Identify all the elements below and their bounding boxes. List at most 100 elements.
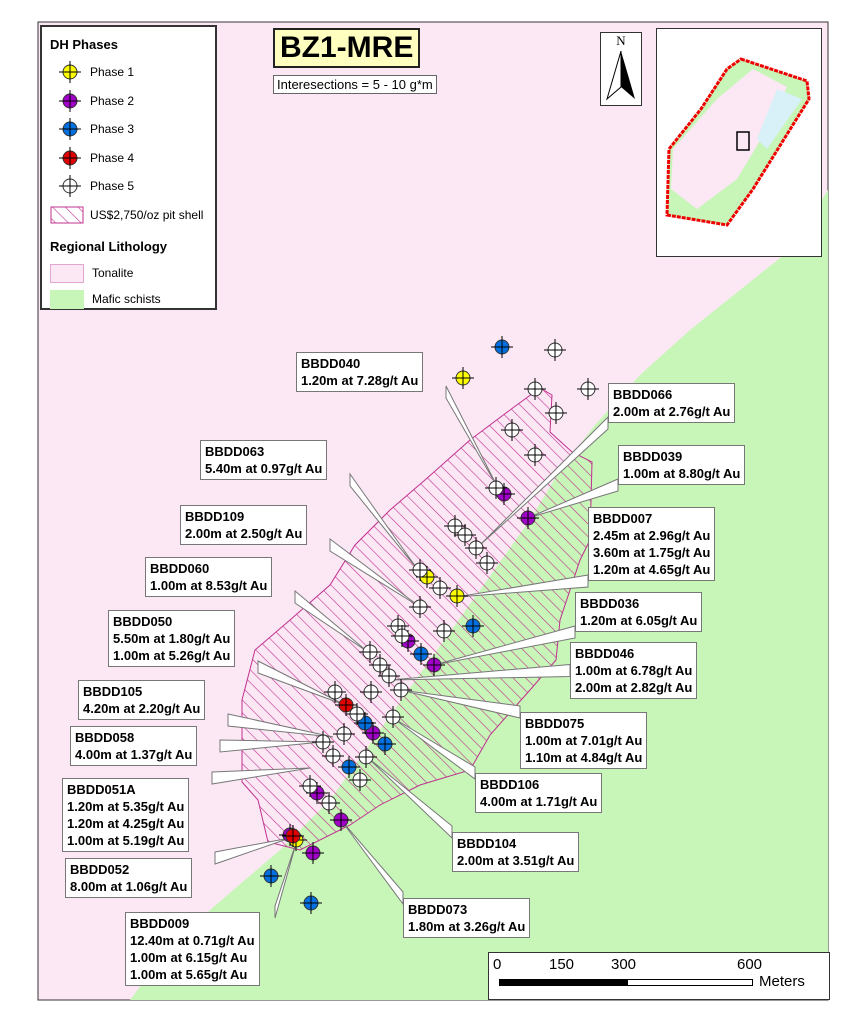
hole-id: BBDD058 [75, 730, 135, 745]
intersection-value: 4.20m at 2.20g/t Au [83, 701, 201, 716]
drillhole-phase-5 [299, 775, 321, 797]
intersection-value: 1.20m at 4.25g/t Au [67, 816, 185, 831]
drillhole-phase-5 [454, 524, 476, 546]
hole-id: BBDD106 [480, 777, 540, 792]
drillhole-phase-5 [324, 681, 346, 703]
drillhole-phase-1 [446, 585, 468, 607]
location-inset-map [656, 28, 822, 257]
scale-bar-black [499, 979, 627, 986]
legend-tonalite: Tonalite [50, 260, 207, 286]
intersection-value: 2.00m at 2.50g/t Au [185, 526, 303, 541]
leader-line [479, 415, 609, 546]
intersection-label-bbdd073: BBDD073 1.80m at 3.26g/t Au [403, 898, 531, 938]
leader-line [527, 478, 619, 519]
drillhole-phase-5 [409, 559, 431, 581]
intersection-value: 1.00m at 5.19g/t Au [67, 833, 185, 848]
intersection-label-bbdd040: BBDD040 1.20m at 7.28g/t Au [296, 352, 424, 392]
north-arrow: N [600, 32, 642, 106]
drillhole-phase-5 [346, 703, 368, 725]
drillhole-phase-2 [517, 507, 539, 529]
drillhole-symbol-icon [50, 88, 90, 114]
hole-id: BBDD075 [525, 716, 585, 731]
hole-id: BBDD109 [185, 509, 245, 524]
intersection-value: 8.00m at 1.06g/t Au [70, 879, 188, 894]
map-title: BZ1-MRE [273, 28, 421, 68]
intersection-value: 1.00m at 7.01g/t Au [525, 733, 643, 748]
leader-lines [211, 385, 619, 919]
map-subtitle: Interesections = 5 - 10 g*m [273, 75, 437, 94]
scale-tick-0: 0 [493, 956, 502, 973]
drillhole-phase-5 [544, 339, 566, 361]
legend-phase-1: Phase 1 [50, 58, 207, 87]
drillhole-phase-5 [322, 745, 344, 767]
legend-heading: DH Phases [50, 37, 118, 52]
scale-tick-600: 600 [737, 956, 763, 973]
leader-line [294, 589, 369, 653]
drillhole-phase-2 [362, 722, 384, 744]
intersection-value: 1.00m at 5.65g/t Au [130, 967, 248, 982]
drillhole-phase-5 [355, 746, 377, 768]
drillhole-phase-5 [485, 477, 507, 499]
drillhole-phase-5 [318, 792, 340, 814]
drillhole-phase-5 [360, 681, 382, 703]
intersection-value: 12.40m at 0.71g/t Au [130, 933, 255, 948]
legend-phase-label: Phase 4 [90, 150, 135, 165]
intersection-value: 1.00m at 6.78g/t Au [575, 663, 693, 678]
drillhole-phase-3 [491, 336, 513, 358]
scale-bar-white [627, 979, 753, 986]
intersection-value: 2.00m at 2.82g/t Au [575, 680, 693, 695]
legend-phase-label: Phase 3 [90, 122, 135, 137]
drillhole-phase-5 [501, 419, 523, 441]
drillhole-phase-5 [349, 769, 371, 791]
intersection-value: 4.00m at 1.37g/t Au [75, 747, 193, 762]
drillhole-phase-5 [524, 378, 546, 400]
drillhole-phase-5 [429, 577, 451, 599]
intersection-value: 1.80m at 3.26g/t Au [408, 919, 526, 934]
drillhole-phase-5 [545, 402, 567, 424]
leader-line [329, 537, 421, 608]
leader-line [227, 713, 334, 738]
leader-line [349, 472, 419, 571]
tonalite-swatch [50, 263, 84, 283]
hole-id: BBDD066 [613, 387, 673, 402]
drillhole-symbol-icon [50, 116, 90, 142]
hole-id: BBDD009 [130, 916, 190, 931]
legend-phase-label: Phase 2 [90, 93, 135, 108]
drillhole-phase-5 [476, 552, 498, 574]
drillhole-symbol-icon [50, 59, 90, 85]
legend-pit-shell-label: US$2,750/oz pit shell [90, 207, 204, 222]
intersection-value: 2.45m at 2.96g/t Au [593, 528, 711, 543]
hole-id: BBDD039 [623, 449, 683, 464]
mafic-swatch [50, 289, 84, 309]
intersection-value: 1.00m at 5.26g/t Au [113, 648, 231, 663]
hole-id: BBDD060 [150, 561, 210, 576]
intersection-value: 5.40m at 0.97g/t Au [205, 461, 323, 476]
drillhole-phase-3 [300, 892, 322, 914]
intersection-label-bbdd109: BBDD109 2.00m at 2.50g/t Au [180, 505, 308, 545]
leader-line [211, 767, 311, 785]
hole-id: BBDD040 [301, 356, 361, 371]
hole-id: BBDD007 [593, 511, 653, 526]
drillhole-phase-3 [260, 865, 282, 887]
hatch-swatch-icon [50, 206, 84, 224]
legend-phase-3: Phase 3 [50, 115, 207, 144]
intersection-value: 1.20m at 7.28g/t Au [301, 373, 419, 388]
hole-id: BBDD073 [408, 902, 468, 917]
drillhole-phase-3 [462, 615, 484, 637]
drillhole-phase-3 [410, 643, 432, 665]
intersection-value: 5.50m at 1.80g/t Au [113, 631, 231, 646]
legend-pit-shell: US$2,750/oz pit shell [50, 201, 207, 230]
mafic-label: Mafic schists [92, 292, 161, 306]
